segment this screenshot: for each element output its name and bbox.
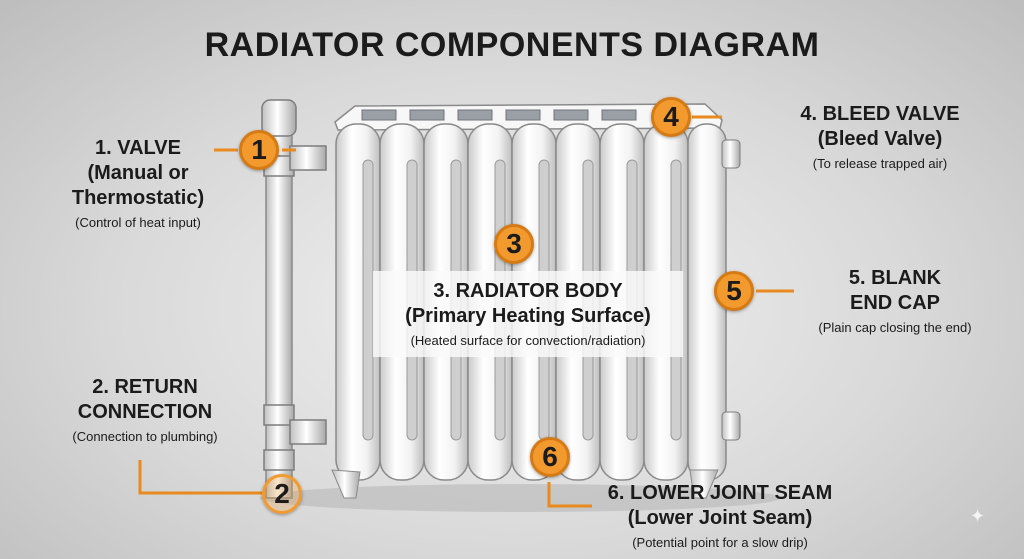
valve-description: (Control of heat input) bbox=[75, 215, 201, 230]
return-description: (Connection to plumbing) bbox=[72, 429, 218, 444]
valve-name-line2: (Manual or bbox=[87, 162, 189, 184]
seam-name-line2: (Lower Joint Seam) bbox=[627, 507, 813, 529]
bleed-name-line1: 4. BLEED VALVE bbox=[800, 103, 960, 125]
body-name-line1: 3. RADIATOR BODY bbox=[433, 280, 623, 302]
label-radiator-body: 3. RADIATOR BODY (Primary Heating Surfac… bbox=[373, 271, 683, 357]
label-lower-joint-seam: 6. LOWER JOINT SEAM (Lower Joint Seam) (… bbox=[585, 481, 855, 553]
bleed-name-line2: (Bleed Valve) bbox=[817, 128, 943, 150]
marker-3: 3 bbox=[494, 224, 534, 264]
endcap-name-line1: 5. BLANK bbox=[848, 267, 942, 289]
body-description: (Heated surface for convection/radiation… bbox=[410, 333, 646, 348]
return-name-line1: 2. RETURN bbox=[92, 376, 198, 398]
body-name-line2: (Primary Heating Surface) bbox=[405, 305, 651, 327]
seam-name-line1: 6. LOWER JOINT SEAM bbox=[607, 482, 833, 504]
diagram-title: RADIATOR COMPONENTS DIAGRAM bbox=[204, 26, 820, 64]
seam-description: (Potential point for a slow drip) bbox=[632, 535, 808, 550]
valve-name-line3: Thermostatic) bbox=[71, 187, 205, 209]
marker-6: 6 bbox=[530, 437, 570, 477]
label-blank-end-cap: 5. BLANK END CAP (Plain cap closing the … bbox=[790, 266, 1000, 338]
sparkle-icon: ✦ bbox=[970, 506, 986, 526]
marker-1: 1 bbox=[239, 130, 279, 170]
valve-name-line1: 1. VALVE bbox=[95, 137, 181, 159]
marker-4: 4 bbox=[651, 97, 691, 137]
label-bleed-valve: 4. BLEED VALVE (Bleed Valve) (To release… bbox=[780, 102, 980, 174]
label-valve: 1. VALVE (Manual or Thermostatic) (Contr… bbox=[48, 136, 228, 233]
label-return-connection: 2. RETURN CONNECTION (Connection to plum… bbox=[40, 375, 250, 447]
marker-2: 2 bbox=[262, 474, 302, 514]
return-name-line2: CONNECTION bbox=[77, 401, 213, 423]
bleed-description: (To release trapped air) bbox=[812, 156, 948, 171]
marker-5: 5 bbox=[714, 271, 754, 311]
endcap-description: (Plain cap closing the end) bbox=[818, 320, 972, 335]
endcap-name-line2: END CAP bbox=[849, 292, 940, 314]
